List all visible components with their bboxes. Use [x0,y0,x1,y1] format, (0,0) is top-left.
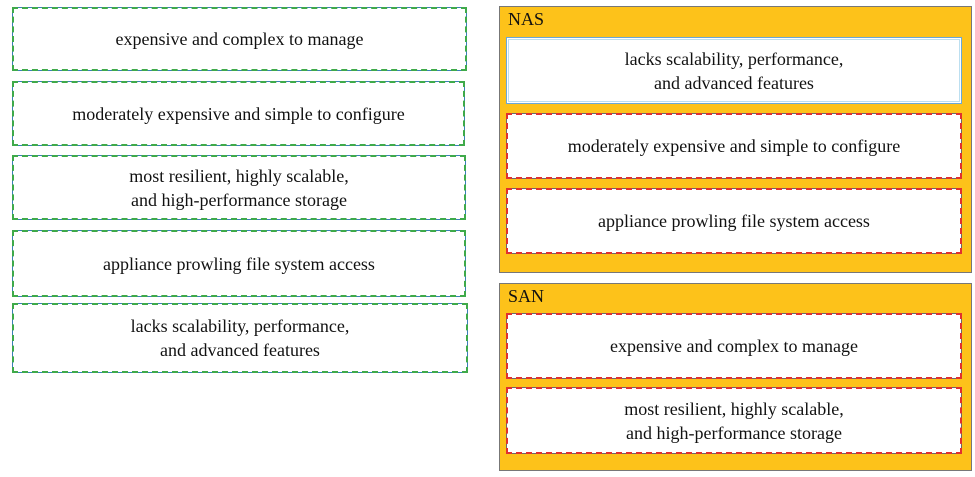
san-group-title: SAN [508,286,545,306]
source-item-lacks-scalability[interactable]: lacks scalability, performance, and adva… [12,303,468,373]
nas-slot-3[interactable]: appliance prowling file system access [506,188,962,254]
nas-slot-2[interactable]: moderately expensive and simple to confi… [506,113,962,179]
san-slot-2[interactable]: most resilient, highly scalable, and hig… [506,387,962,454]
source-item-appliance-prowling[interactable]: appliance prowling file system access [12,230,466,297]
san-slot-1[interactable]: expensive and complex to manage [506,313,962,379]
nas-slot-1[interactable]: lacks scalability, performance, and adva… [506,37,962,104]
nas-group-title: NAS [508,9,545,29]
source-item-most-resilient[interactable]: most resilient, highly scalable, and hig… [12,155,466,220]
source-item-expensive-complex[interactable]: expensive and complex to manage [12,7,467,71]
source-item-moderately-expensive[interactable]: moderately expensive and simple to confi… [12,81,465,146]
